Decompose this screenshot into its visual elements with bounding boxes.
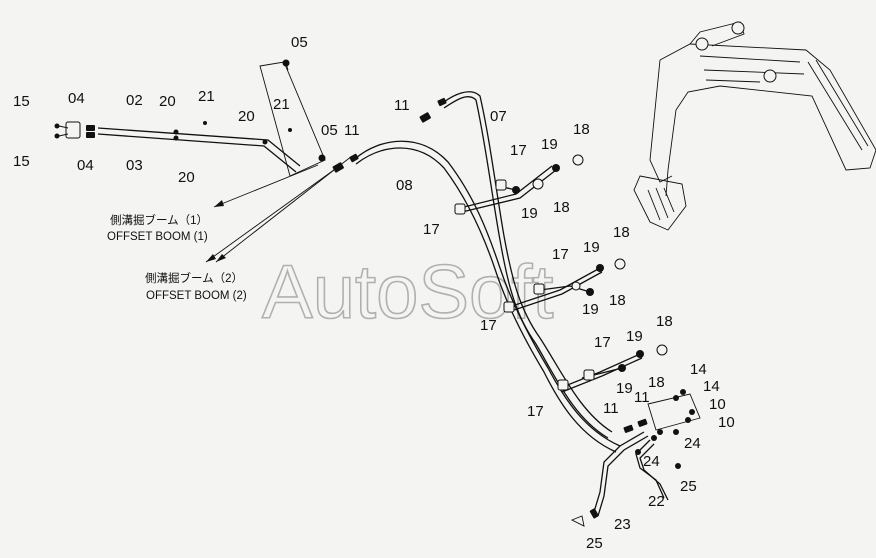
part-label: 07: [490, 108, 507, 125]
part-label: 08: [396, 177, 413, 194]
part-label: 19: [521, 205, 538, 222]
part-label: 20: [159, 93, 176, 110]
part-label: 11: [344, 122, 360, 139]
part-label: 25: [680, 478, 697, 495]
part-label: 23: [614, 516, 631, 533]
part-label: 18: [609, 292, 626, 309]
part-label: 04: [77, 157, 94, 174]
part-label: 19: [626, 328, 643, 345]
part-label: 14: [690, 361, 707, 378]
part-label: 17: [552, 246, 569, 263]
part-label: 03: [126, 157, 143, 174]
part-label: 22: [648, 493, 665, 510]
part-label: 19: [583, 239, 600, 256]
lower-manifold: [570, 389, 701, 527]
part-label: 11: [603, 400, 619, 417]
part-label: 25: [586, 535, 603, 552]
part-label: 20: [238, 108, 255, 125]
watermark-text: AutoSoft: [262, 250, 554, 335]
part-label: 15: [13, 93, 30, 110]
part-label: 19: [616, 380, 633, 397]
offset-boom-arrows: [205, 155, 353, 263]
part-label: 18: [613, 224, 630, 241]
part-label: 02: [126, 92, 143, 109]
part-label: 11: [394, 97, 410, 114]
part-label: 05: [291, 34, 308, 51]
part-label: 17: [527, 403, 544, 420]
caption-offset-boom-2-en: OFFSET BOOM (2): [146, 290, 247, 302]
part-label: 17: [510, 142, 527, 159]
part-label: 10: [718, 414, 735, 431]
excavator-arm-illustration: [633, 21, 876, 231]
part-label: 17: [480, 317, 497, 334]
offset-boom-captions: 側溝掘ブーム（1） OFFSET BOOM (1) 側溝掘ブーム（2） OFFS…: [107, 213, 247, 302]
caption-offset-boom-1-jp: 側溝掘ブーム（1）: [110, 213, 208, 227]
part-label: 15: [13, 153, 30, 170]
part-number-labels: 05 15 04 02 20 21 15 04 03 20 20 21 05 1…: [13, 34, 735, 552]
part-label: 05: [321, 122, 338, 139]
part-label: 10: [709, 396, 726, 413]
part-label: 19: [541, 136, 558, 153]
part-label: 18: [573, 121, 590, 138]
part-label: 24: [684, 435, 701, 452]
part-label: 18: [648, 374, 665, 391]
part-label: 14: [703, 378, 720, 395]
part-label: 11: [634, 389, 650, 406]
part-label: 19: [582, 301, 599, 318]
branch-pipes: [454, 154, 668, 393]
part-label: 18: [553, 199, 570, 216]
part-label: 20: [178, 169, 195, 186]
part-label: 04: [68, 90, 85, 107]
part-label: 17: [594, 334, 611, 351]
caption-offset-boom-2-jp: 側溝掘ブーム（2）: [145, 271, 243, 285]
part-label: 24: [643, 453, 660, 470]
caption-offset-boom-1-en: OFFSET BOOM (1): [107, 231, 208, 243]
left-pipe-assembly: [54, 59, 326, 177]
part-label: 21: [198, 88, 215, 105]
part-label: 18: [656, 313, 673, 330]
part-label: 17: [423, 221, 440, 238]
part-label: 21: [273, 96, 290, 113]
